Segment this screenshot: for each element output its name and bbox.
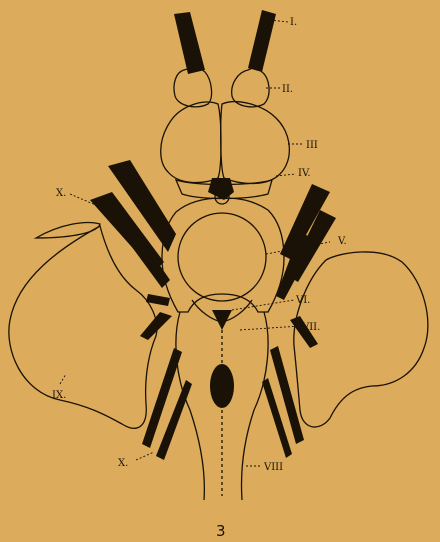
label-X-top: X. (56, 188, 66, 199)
left-small-lobe (36, 223, 100, 238)
label-IX: IX. (52, 390, 66, 401)
label-X-bottom: X. (118, 458, 128, 469)
label-V: V. (337, 236, 347, 247)
label-VI: VI. (295, 295, 310, 306)
olfactory-nerves (174, 10, 276, 74)
label-II: II. (282, 84, 293, 95)
label-VIII: VIII (263, 462, 283, 473)
cerebral-hemispheres (161, 102, 290, 184)
medulla (176, 300, 268, 500)
label-I: I. (290, 17, 297, 28)
trigeminal-nerve-right (276, 184, 336, 300)
midbrain-tectum (178, 213, 266, 301)
label-VII: VII. (301, 322, 320, 333)
label-IV: IV. (298, 168, 311, 179)
figure-number: 3 (216, 522, 226, 540)
label-III: III (306, 140, 318, 151)
left-lateral-lobe (9, 226, 157, 428)
